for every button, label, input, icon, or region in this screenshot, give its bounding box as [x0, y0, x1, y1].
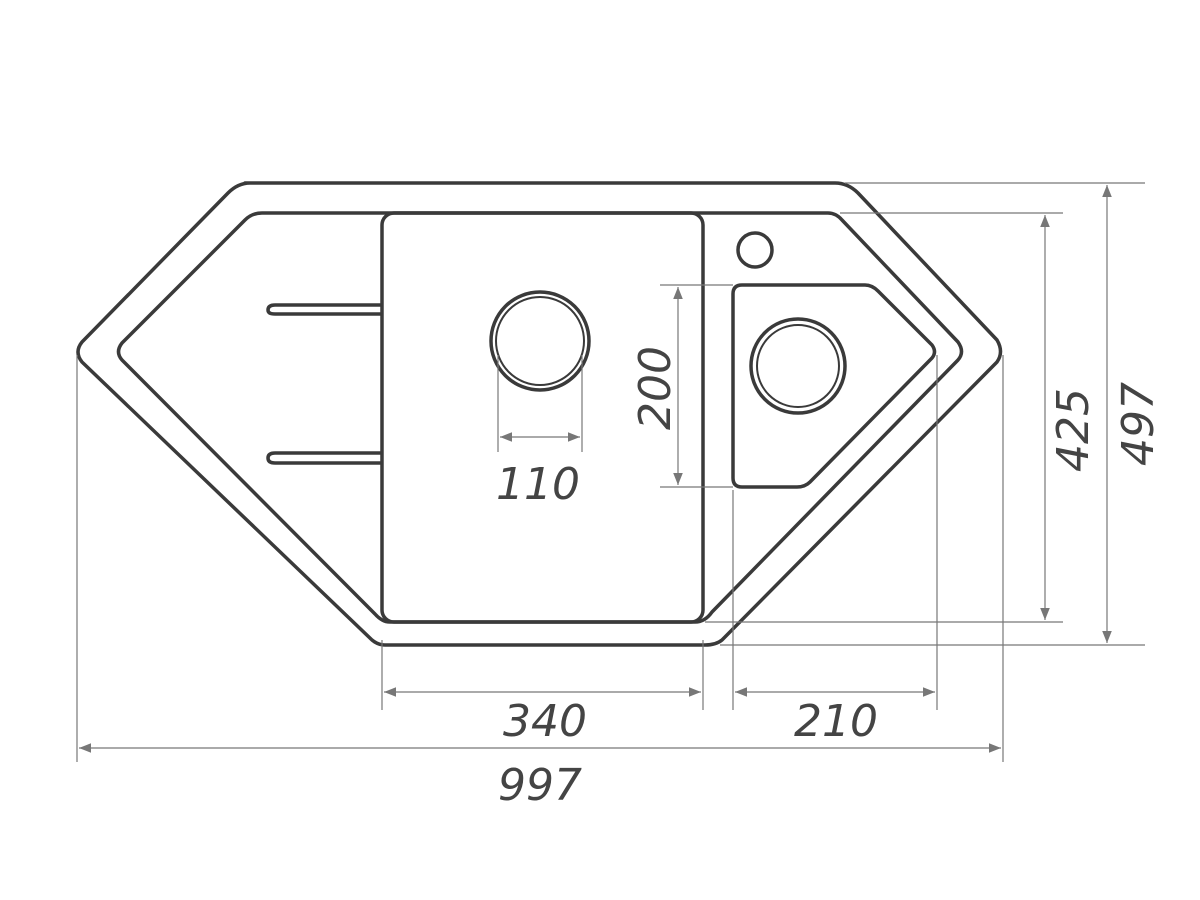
inner-rim	[116, 211, 964, 624]
dim-label-drain: 110	[496, 459, 580, 510]
dimension-lines	[76, 182, 1145, 762]
small-drain	[749, 317, 847, 415]
dim-label-small-bowl-width: 210	[794, 696, 878, 747]
outer-outline	[76, 181, 1003, 647]
drainboard-rib	[266, 303, 382, 316]
dim-label-inner-depth: 425	[1048, 388, 1099, 472]
small-drain-inner	[756, 324, 840, 408]
main-bowl	[380, 211, 705, 624]
drainboard-rib	[266, 451, 382, 465]
dim-label-overall-width: 997	[498, 760, 582, 811]
dim-label-main-bowl-width: 340	[503, 696, 587, 747]
main-drain	[489, 290, 591, 392]
small-bowl	[731, 283, 937, 489]
dim-label-small-bowl-depth: 200	[630, 346, 681, 430]
dim-label-overall-depth: 497	[1113, 382, 1164, 466]
main-drain-inner	[495, 296, 585, 386]
tap-hole	[736, 231, 774, 269]
